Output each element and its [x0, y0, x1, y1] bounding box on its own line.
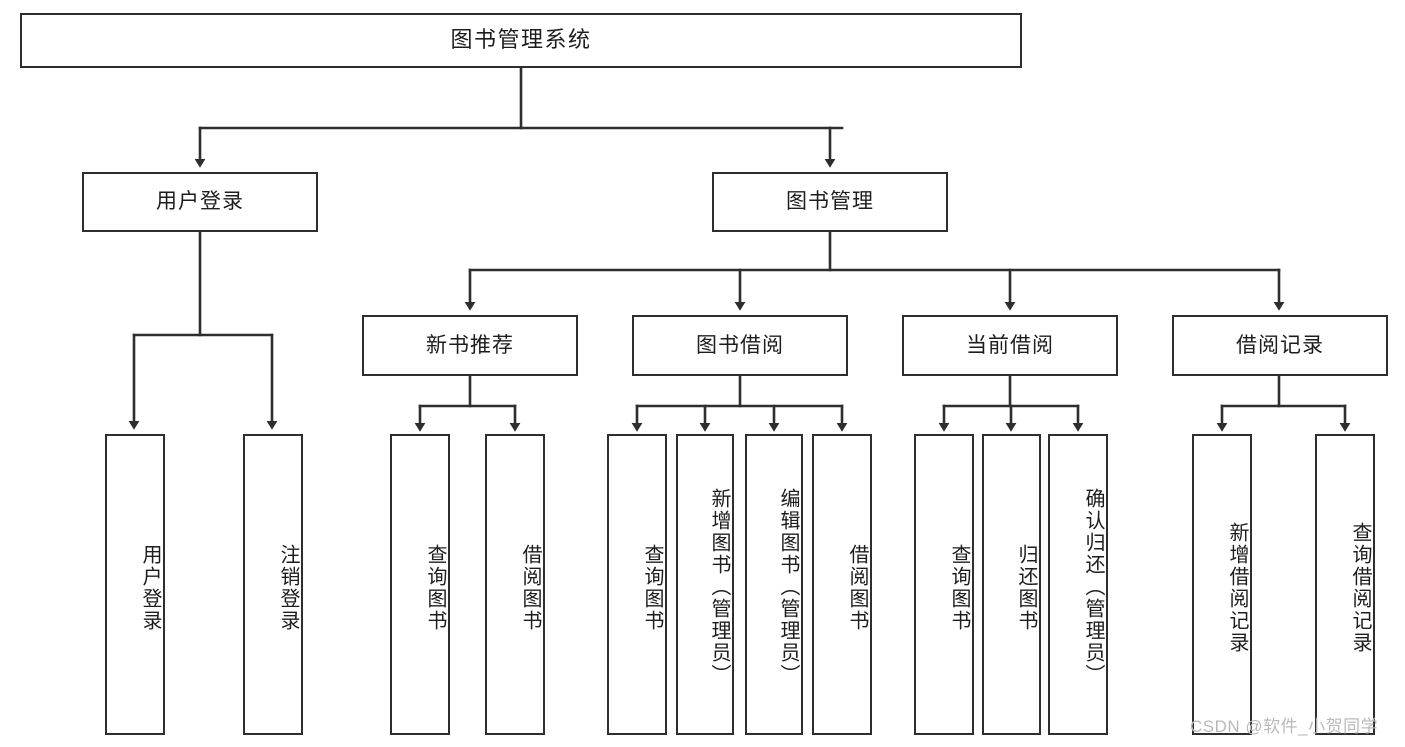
leaf-logout-login[interactable]: 注销登录	[243, 434, 303, 735]
node-new-book-recommend[interactable]: 新书推荐	[362, 315, 578, 376]
csdn-watermark: CSDN @软件_小贺同学	[1190, 717, 1379, 736]
leaf-borrow-book-borrow[interactable]: 借阅图书	[812, 434, 872, 735]
leaf-add-borrow-record[interactable]: 新增借阅记录	[1192, 434, 1252, 735]
leaf-add-book-admin[interactable]: 新增图书（管理员）	[676, 434, 734, 735]
node-user-login[interactable]: 用户登录	[82, 172, 318, 232]
node-book-management[interactable]: 图书管理	[712, 172, 948, 232]
node-borrow-record[interactable]: 借阅记录	[1172, 315, 1388, 376]
node-root-book-management-system[interactable]: 图书管理系统	[20, 13, 1022, 68]
leaf-borrow-book-recommend[interactable]: 借阅图书	[485, 434, 545, 735]
leaf-user-login[interactable]: 用户登录	[105, 434, 165, 735]
leaf-confirm-return-admin[interactable]: 确认归还（管理员）	[1048, 434, 1108, 735]
leaf-query-book-current[interactable]: 查询图书	[914, 434, 974, 735]
node-current-borrow[interactable]: 当前借阅	[902, 315, 1118, 376]
leaf-return-book[interactable]: 归还图书	[982, 434, 1041, 735]
node-book-borrow[interactable]: 图书借阅	[632, 315, 848, 376]
leaf-query-book-recommend[interactable]: 查询图书	[390, 434, 450, 735]
leaf-edit-book-admin[interactable]: 编辑图书（管理员）	[745, 434, 803, 735]
leaf-query-book-borrow[interactable]: 查询图书	[607, 434, 667, 735]
leaf-query-borrow-record[interactable]: 查询借阅记录	[1315, 434, 1375, 735]
